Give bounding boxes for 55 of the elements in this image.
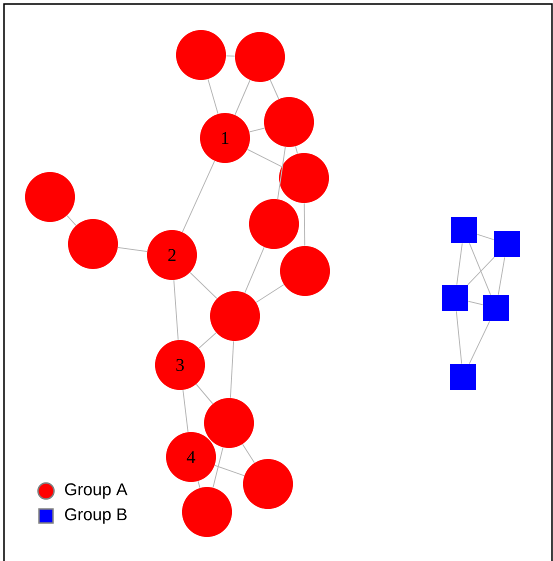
edge-line — [226, 55, 236, 57]
edge-line — [212, 446, 224, 488]
edge-line — [182, 160, 216, 233]
circle-node — [25, 172, 75, 222]
edge-line — [198, 480, 200, 488]
edge-line — [468, 300, 484, 306]
edge-line — [198, 332, 217, 349]
square-node — [494, 231, 520, 257]
circle-node — [210, 291, 260, 341]
square-node — [483, 295, 509, 321]
edge-line — [234, 80, 250, 116]
legend-label: Group B — [65, 508, 127, 524]
edge-line — [173, 280, 179, 340]
edge-line — [244, 246, 265, 294]
circle-node — [182, 487, 232, 537]
circle-node — [176, 30, 226, 80]
edge-line — [270, 80, 280, 100]
circle-node — [204, 398, 254, 448]
edge-line — [66, 215, 76, 226]
circle-node — [243, 459, 293, 509]
circle-node: 1 — [200, 113, 250, 163]
circle-node — [279, 153, 329, 203]
circle-node — [235, 32, 285, 82]
edge-line — [208, 78, 218, 114]
edge-line — [456, 310, 462, 364]
edge-line — [117, 246, 148, 252]
edge-line — [468, 242, 492, 296]
edge-line — [196, 384, 214, 404]
edge-line — [246, 148, 282, 168]
edge-line — [456, 242, 463, 286]
circle-node: 2 — [147, 230, 197, 280]
circle-node: 3 — [155, 340, 205, 390]
edge-line — [467, 256, 495, 286]
circle-node — [249, 199, 299, 249]
circle-node: 4 — [166, 432, 216, 482]
legend-label: Group A — [65, 483, 128, 499]
edge-line — [476, 234, 494, 240]
circle-node — [68, 219, 118, 269]
edge-line — [295, 146, 298, 154]
edge-line — [468, 320, 490, 364]
edge-line — [214, 464, 245, 476]
edge-line — [304, 202, 306, 246]
square-node — [442, 285, 468, 311]
edge-line — [277, 146, 286, 200]
edge-line — [190, 272, 218, 299]
circle-node — [280, 246, 330, 296]
edge-line — [182, 390, 188, 432]
edge-line — [498, 256, 506, 296]
square-node — [450, 364, 476, 390]
edge-line — [248, 128, 266, 132]
square-node — [451, 217, 477, 243]
edge-line — [256, 284, 284, 303]
circle-node — [264, 97, 314, 147]
edge-line — [230, 340, 234, 398]
edge-line — [242, 444, 255, 464]
